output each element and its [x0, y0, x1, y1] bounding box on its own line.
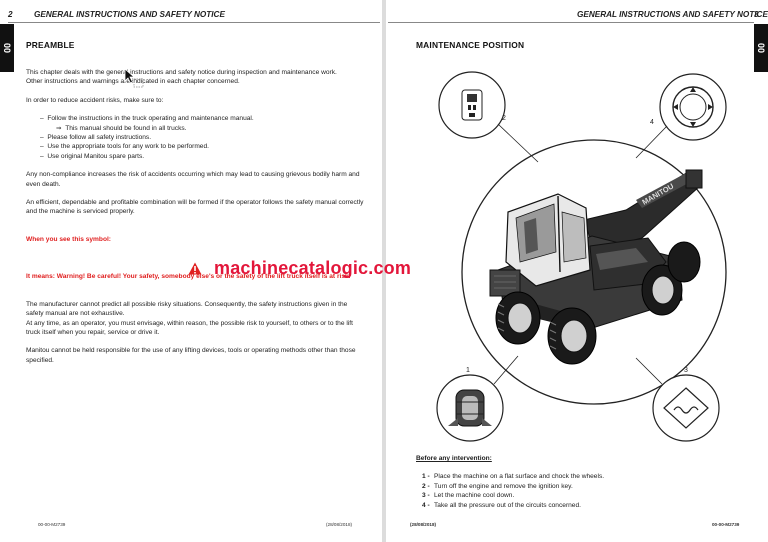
- footer-date: (28/08/2018): [410, 522, 437, 527]
- step-item: 4 -Take all the pressure out of the circ…: [422, 501, 581, 509]
- ignition-key-icon: [461, 89, 483, 121]
- header-rule: [8, 22, 380, 23]
- bullet-item: – Follow the instructions in the truck o…: [40, 115, 254, 123]
- callout-number-2: 2: [502, 115, 506, 122]
- watermark: machinecatalogic.com: [214, 258, 412, 278]
- section-title: PREAMBLE: [26, 40, 75, 50]
- before-intervention: Before any intervention: 1 -Place the ma…: [416, 454, 736, 510]
- callout-number-3: 3: [684, 367, 688, 374]
- chapter-tab: 00: [754, 24, 768, 72]
- callout-number-4: 4: [650, 119, 654, 126]
- paragraph: The manufacturer cannot predict all poss…: [26, 300, 348, 318]
- paragraph: Manitou cannot be held responsible for t…: [26, 347, 356, 364]
- symbol-heading: When you see this symbol:: [26, 235, 112, 243]
- paragraph: At any time, as an operator, you must en…: [26, 319, 353, 336]
- bullet-item: – Please follow all safety instructions.: [40, 134, 152, 142]
- callout-number-1: 1: [466, 367, 470, 374]
- mouse-cursor-icon: [124, 68, 144, 88]
- preamble-body: This chapter deals with the general inst…: [26, 68, 366, 365]
- footer-ref: 00-00-M2739: [38, 522, 66, 527]
- warning-triangle-icon: [188, 262, 202, 275]
- sub-bullet-item: ⇒ This manual should be found in all tru…: [56, 124, 187, 132]
- paragraph: Other instructions and warnings are indi…: [26, 78, 240, 86]
- maintenance-diagram: 2 4 1 3 MANITOU: [436, 71, 727, 442]
- page-number: 2: [8, 10, 13, 19]
- paragraph: An efficient, dependable and profitable …: [26, 199, 364, 216]
- page-header: GENERAL INSTRUCTIONS AND SAFETY NOTICE: [577, 10, 768, 19]
- step-item: 3 -Let the machine cool down.: [422, 492, 515, 500]
- bullet-item: – Use original Manitou spare parts.: [40, 152, 145, 160]
- wheel-chock-icon: [448, 389, 492, 427]
- telehandler-illustration: MANITOU: [489, 169, 703, 365]
- footer-ref: 00-00-M2739: [712, 522, 740, 527]
- paragraph: In order to reduce accident risks, make …: [26, 96, 164, 104]
- bullet-item: – Use the appropriate tools for any work…: [40, 143, 209, 151]
- cooling-icon: [663, 387, 709, 429]
- step-item: 1 -Place the machine on a flat surface a…: [422, 473, 605, 481]
- section-title: MAINTENANCE POSITION: [416, 40, 525, 50]
- paragraph: This chapter deals with the general inst…: [26, 69, 337, 76]
- paragraph: Any non-compliance increases the risk of…: [26, 171, 360, 188]
- header-rule: [388, 22, 754, 23]
- step-item: 2 -Turn off the engine and remove the ig…: [422, 482, 573, 490]
- left-page: 2 GENERAL INSTRUCTIONS AND SAFETY NOTICE…: [0, 0, 382, 542]
- page-number: 3: [754, 10, 759, 19]
- chapter-tab: 00: [0, 24, 14, 72]
- footer-date: (28/08/2018): [326, 522, 353, 527]
- warning-meaning: It means: Warning! Be careful! Your safe…: [26, 273, 351, 281]
- right-page: GENERAL INSTRUCTIONS AND SAFETY NOTICE 3…: [386, 0, 768, 542]
- before-title: Before any intervention:: [416, 455, 492, 462]
- page-header: GENERAL INSTRUCTIONS AND SAFETY NOTICE: [34, 10, 225, 19]
- pressure-icon: [672, 86, 714, 128]
